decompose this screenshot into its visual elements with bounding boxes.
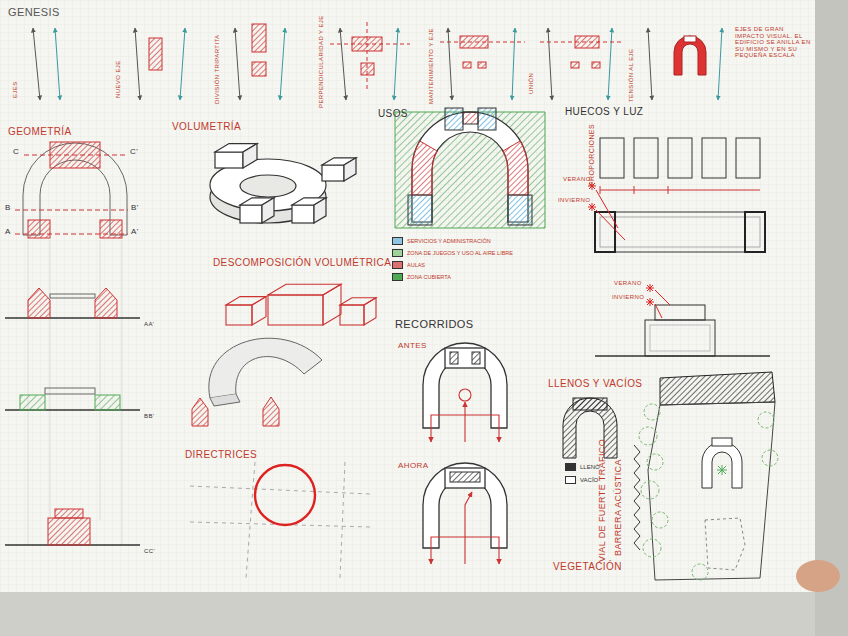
annotation: EJES DE GRAN IMPACTO VISUAL. EL EDIFICIO… [735,26,813,59]
legend-row: LLENO [565,463,600,471]
legend-text: LLENO [580,464,600,470]
annotation: A' [131,228,139,237]
legend-text: ZONA CUBIERTA [407,274,451,280]
legend-text: SERVICIOS Y ADMINISTRACIÓN [407,238,491,244]
annotation: VIAL DE FUERTE TRÁFICO [598,439,608,562]
section-heading: RECORRIDOS [395,318,474,330]
sheet-title: GENESIS [8,6,60,18]
annotation: VERANO [614,280,642,287]
legend-row: ZONA DE JUEGOS Y USO AL AIRE LIBRE [392,249,513,257]
section-heading: HUECOS Y LUZ [565,106,643,117]
annotation: INVIERNO [558,197,590,204]
annotation: AHORA [398,462,428,471]
section-heading: VEGETACIÓN [553,561,622,572]
annotation: A [5,228,11,237]
annotation: B' [131,204,139,213]
legend-text: VACÍO [580,477,598,483]
annotation: EJES [12,81,19,98]
annotation: INVIERNO [612,294,644,301]
legend-swatch [565,476,576,484]
annotation: PERPENDICULARIDAD Y EJE [318,15,325,108]
legend-row: ZONA CUBIERTA [392,273,451,281]
annotation: C' [130,148,138,157]
annotation: BB' [144,413,154,420]
annotation: ANTES [398,342,427,351]
section-heading: DIRECTRICES [185,449,257,460]
legend-swatch [392,249,403,257]
annotation: AA' [144,321,154,328]
annotation: BARRERA ACÚSTICA [614,459,624,556]
legend-swatch [392,261,403,269]
annotation: NUEVO EJE [115,60,122,98]
section-heading: LLENOS Y VACÍOS [548,378,642,389]
legend-swatch [392,273,403,281]
section-heading: DESCOMPOSICIÓN VOLUMÉTRICA [213,257,391,268]
legend-row: SERVICIOS Y ADMINISTRACIÓN [392,237,491,245]
section-heading: USOS [378,108,408,119]
legend-row: VACÍO [565,476,598,484]
legend-text: ZONA DE JUEGOS Y USO AL AIRE LIBRE [407,250,513,256]
legend-row: AULAS [392,261,425,269]
annotation: B [5,204,11,213]
annotation: MANTENIMIENTO Y EJE [428,28,435,104]
annotation: VERANO [563,176,591,183]
annotation: CC' [144,548,155,555]
legend-swatch [565,463,576,471]
annotation: DIVISIÓN TRIPARTITA [214,35,221,105]
annotation: UNIÓN [528,73,535,94]
annotation: TENSIÓN AL EJE [628,49,635,102]
section-heading: VOLUMETRÍA [172,121,241,132]
legend-text: AULAS [407,262,425,268]
legend-swatch [392,237,403,245]
section-heading: GEOMETRÍA [8,126,72,137]
annotation: C [13,148,19,157]
